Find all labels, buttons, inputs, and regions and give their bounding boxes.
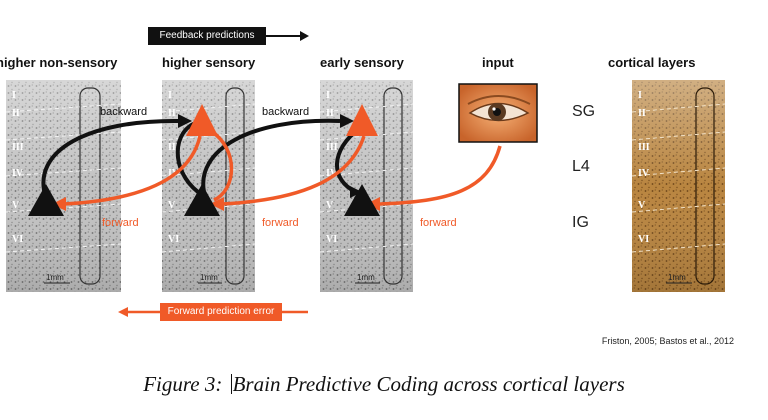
layer-numeral: VI — [12, 234, 23, 245]
label-forward-3: forward — [420, 217, 457, 229]
tissue-panel-higher-non-sensory: I II III IV V VI 1mm — [5, 80, 122, 292]
layer-numeral: III — [12, 142, 24, 153]
layer-numeral: I — [638, 90, 642, 101]
forward-prediction-error-banner: Forward prediction error — [160, 303, 282, 321]
layer-numeral: II — [168, 108, 176, 119]
layer-group-sg: SG — [572, 103, 596, 120]
layer-group-l4: L4 — [572, 158, 590, 175]
forward-arrow-1 — [63, 135, 202, 206]
layer-numeral: II — [326, 108, 334, 119]
eye-input-image — [458, 83, 538, 143]
intracolumn-forward-hs — [208, 128, 234, 202]
caption-prefix: Figure 3: — [143, 372, 228, 396]
superficial-neuron-early-sensory — [346, 104, 378, 136]
layer-numeral: IV — [638, 168, 650, 179]
layer-numeral: III — [638, 142, 650, 153]
backward-arrowhead-2 — [340, 114, 354, 128]
layer-numeral: VI — [638, 234, 649, 245]
error-banner-tail — [282, 310, 308, 314]
backward-arrow-2 — [201, 118, 341, 193]
deep-neuron-higher-sensory — [184, 184, 220, 216]
superficial-neuron-higher-sensory — [186, 104, 218, 136]
title-input: input — [482, 55, 514, 70]
tissue-panel-early-sensory: I II III IV V VI 1mm — [319, 80, 414, 292]
intracolumn-arrow-hs — [175, 120, 200, 194]
feedback-predictions-banner: Feedback predictions — [148, 27, 266, 45]
forward-arrowhead-2 — [210, 197, 224, 211]
label-forward-2: forward — [262, 217, 299, 229]
forward-arrow-3 — [377, 145, 502, 206]
tissue-panel-higher-sensory: I II III IV V VI 1mm — [161, 80, 256, 292]
scale-bar-label: 1mm — [668, 273, 686, 282]
layer-numeral: V — [638, 200, 646, 211]
text-cursor — [230, 374, 232, 394]
caption-text: Brain Predictive Coding across cortical … — [232, 372, 625, 396]
layer-numeral: V — [12, 200, 20, 211]
layer-numeral: II — [638, 108, 646, 119]
forward-arrowhead-1 — [52, 197, 66, 211]
figure-caption: Figure 3: Brain Predictive Coding across… — [0, 372, 768, 397]
layer-numeral: III — [326, 142, 338, 153]
deep-neuron-early-sensory — [344, 184, 380, 216]
layer-numeral: V — [326, 200, 334, 211]
layer-numeral: I — [168, 90, 172, 101]
label-backward-2: backward — [262, 106, 309, 118]
scale-bar-label: 1mm — [46, 273, 64, 282]
layer-numeral: V — [168, 200, 176, 211]
backward-arrow-1 — [41, 118, 179, 199]
layer-numeral: VI — [168, 234, 179, 245]
layer-group-ig: IG — [572, 214, 589, 231]
title-higher-sensory: higher sensory — [162, 55, 256, 70]
title-higher-non-sensory: higher non-sensory — [0, 55, 118, 70]
deep-neuron-higher-non-sensory — [28, 184, 64, 216]
backward-connections — [41, 118, 362, 199]
layer-numeral: II — [12, 108, 20, 119]
scale-bar-label: 1mm — [357, 273, 375, 282]
layer-numeral: IV — [326, 168, 338, 179]
label-forward-1: forward — [102, 217, 139, 229]
label-backward-1: backward — [100, 106, 147, 118]
layer-numeral: I — [12, 90, 16, 101]
citation: Friston, 2005; Bastos et al., 2012 — [601, 336, 734, 346]
backward-arrowhead-1 — [178, 114, 192, 128]
tissue-panel-cortical-layers: I II III IV V VI 1mm — [631, 80, 726, 292]
intracolumn-arrowhead-es — [350, 186, 362, 198]
layer-numeral: IV — [12, 168, 24, 179]
layer-numeral: III — [168, 142, 180, 153]
layer-numeral: I — [326, 90, 330, 101]
forward-connections — [63, 128, 502, 206]
error-direction-arrow — [118, 307, 160, 317]
title-early-sensory: early sensory — [320, 55, 404, 70]
title-cortical-layers: cortical layers — [608, 55, 696, 70]
forward-arrow-2 — [221, 135, 366, 206]
scale-bar-label: 1mm — [200, 273, 218, 282]
feedback-direction-arrow — [266, 31, 309, 41]
layer-numeral: VI — [326, 234, 337, 245]
